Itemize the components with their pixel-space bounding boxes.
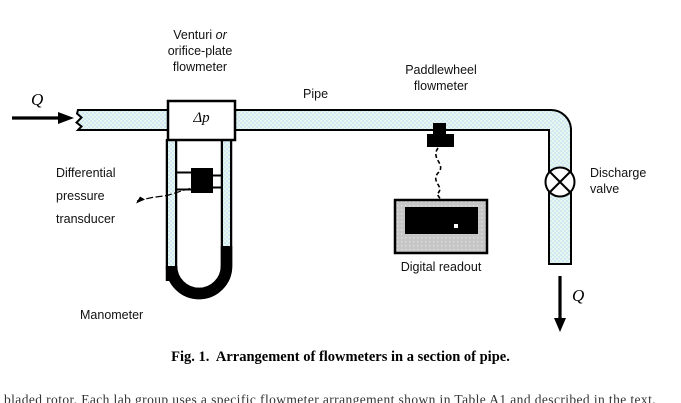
transducer-leader-arrowhead — [136, 196, 145, 204]
figure-caption: Fig. 1. Arrangement of flowmeters in a s… — [171, 349, 510, 365]
readout-screen — [405, 207, 478, 234]
outlet-arrow-head — [554, 318, 566, 332]
venturi-word: Venturi — [173, 28, 213, 42]
paddlewheel-label-line1: Paddlewheel — [405, 63, 477, 77]
discharge-label-line2: valve — [590, 182, 620, 196]
transducer-body — [191, 168, 213, 193]
manometer-walls — [165, 139, 233, 300]
manometer-utube — [165, 139, 233, 300]
manometer-label: Manometer — [80, 308, 144, 322]
venturi-meter-box — [166, 99, 237, 142]
venturi-flowmeter-label: Venturi or orifice-plate flowmeter — [140, 27, 260, 75]
flow-in-q-label: Q — [31, 90, 44, 109]
sensor-cable — [434, 147, 442, 201]
venturi-label-line3: flowmeter — [172, 60, 228, 74]
manometer-fluid — [165, 246, 233, 300]
pipe-run — [75, 109, 572, 265]
paddlewheel-label-line2: flowmeter — [413, 79, 469, 93]
transducer-leader-line — [136, 185, 197, 202]
outlet-flow-arrow — [554, 276, 566, 332]
transducer-label-line3: transducer — [56, 212, 116, 226]
discharge-label-line1: Discharge — [590, 166, 647, 180]
transducer-label-line1: Differential — [56, 166, 116, 180]
venturi-label-line1: Venturi or — [140, 27, 260, 43]
cropped-body-text: bladed rotor. Each lab group uses a spec… — [4, 392, 657, 403]
valve-cross-2 — [549, 171, 571, 193]
delta-p-label: Δp — [193, 110, 210, 126]
discharge-valve-label: Discharge valve — [590, 165, 646, 197]
inlet-flow-arrow — [12, 112, 74, 124]
discharge-valve-symbol — [544, 166, 576, 198]
transducer-label-line2: pressure — [56, 189, 105, 203]
pipe-label: Pipe — [303, 87, 329, 101]
sensor-body — [427, 134, 454, 147]
manometer-interior — [168, 139, 230, 297]
paddlewheel-sensor — [427, 123, 454, 201]
flow-out-q-label: Q — [572, 286, 585, 305]
digital-readout-unit — [393, 198, 489, 255]
inlet-arrow-head — [58, 112, 74, 124]
venturi-label-line2: orifice-plate — [167, 44, 233, 58]
or-word: or — [215, 28, 227, 42]
pipe-path — [75, 109, 572, 265]
digital-readout-label: Digital readout — [400, 260, 482, 274]
paddlewheel-flowmeter-label: Paddlewheel flowmeter — [386, 62, 496, 94]
sensor-stem — [433, 123, 446, 135]
pressure-transducer — [136, 168, 222, 204]
differential-pressure-transducer-label: Differential pressure transducer — [56, 162, 116, 231]
readout-indicator-dot — [454, 224, 458, 228]
